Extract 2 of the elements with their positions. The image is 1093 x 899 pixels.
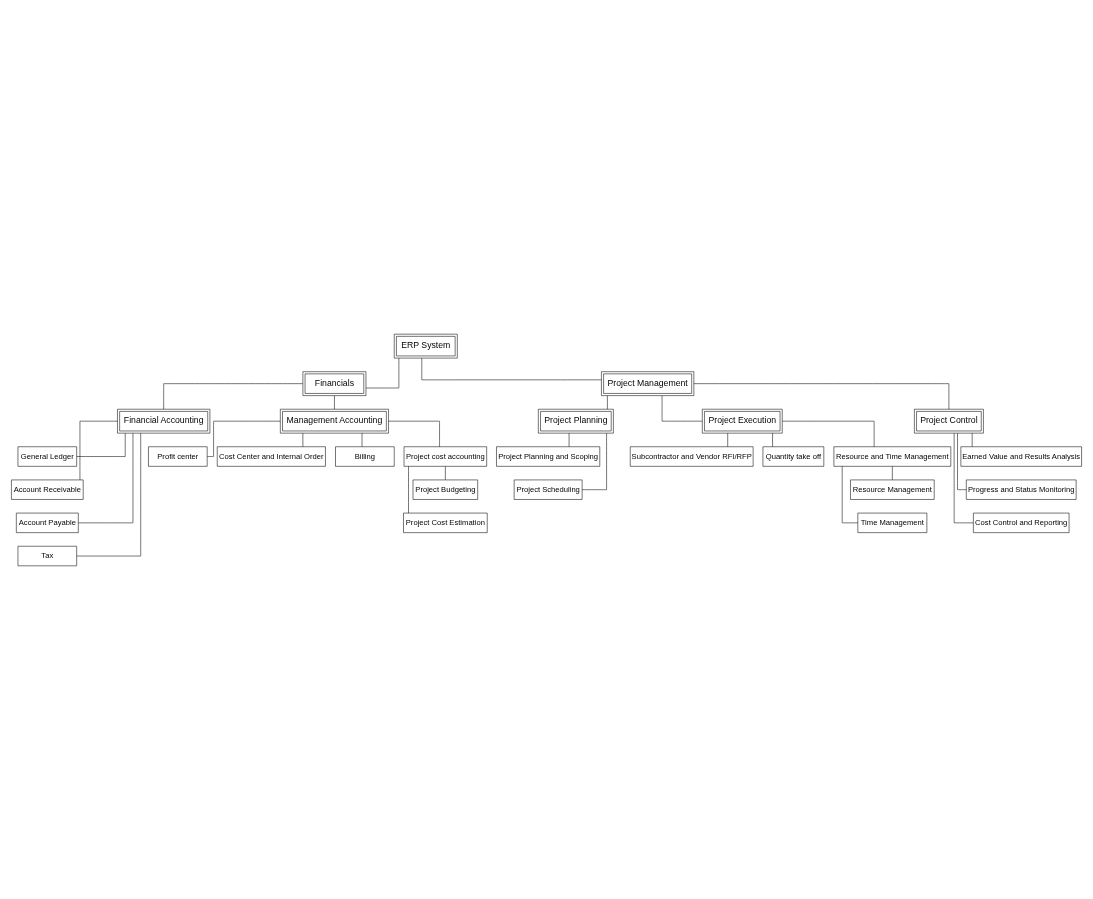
connector bbox=[76, 432, 126, 457]
connector bbox=[79, 420, 118, 480]
